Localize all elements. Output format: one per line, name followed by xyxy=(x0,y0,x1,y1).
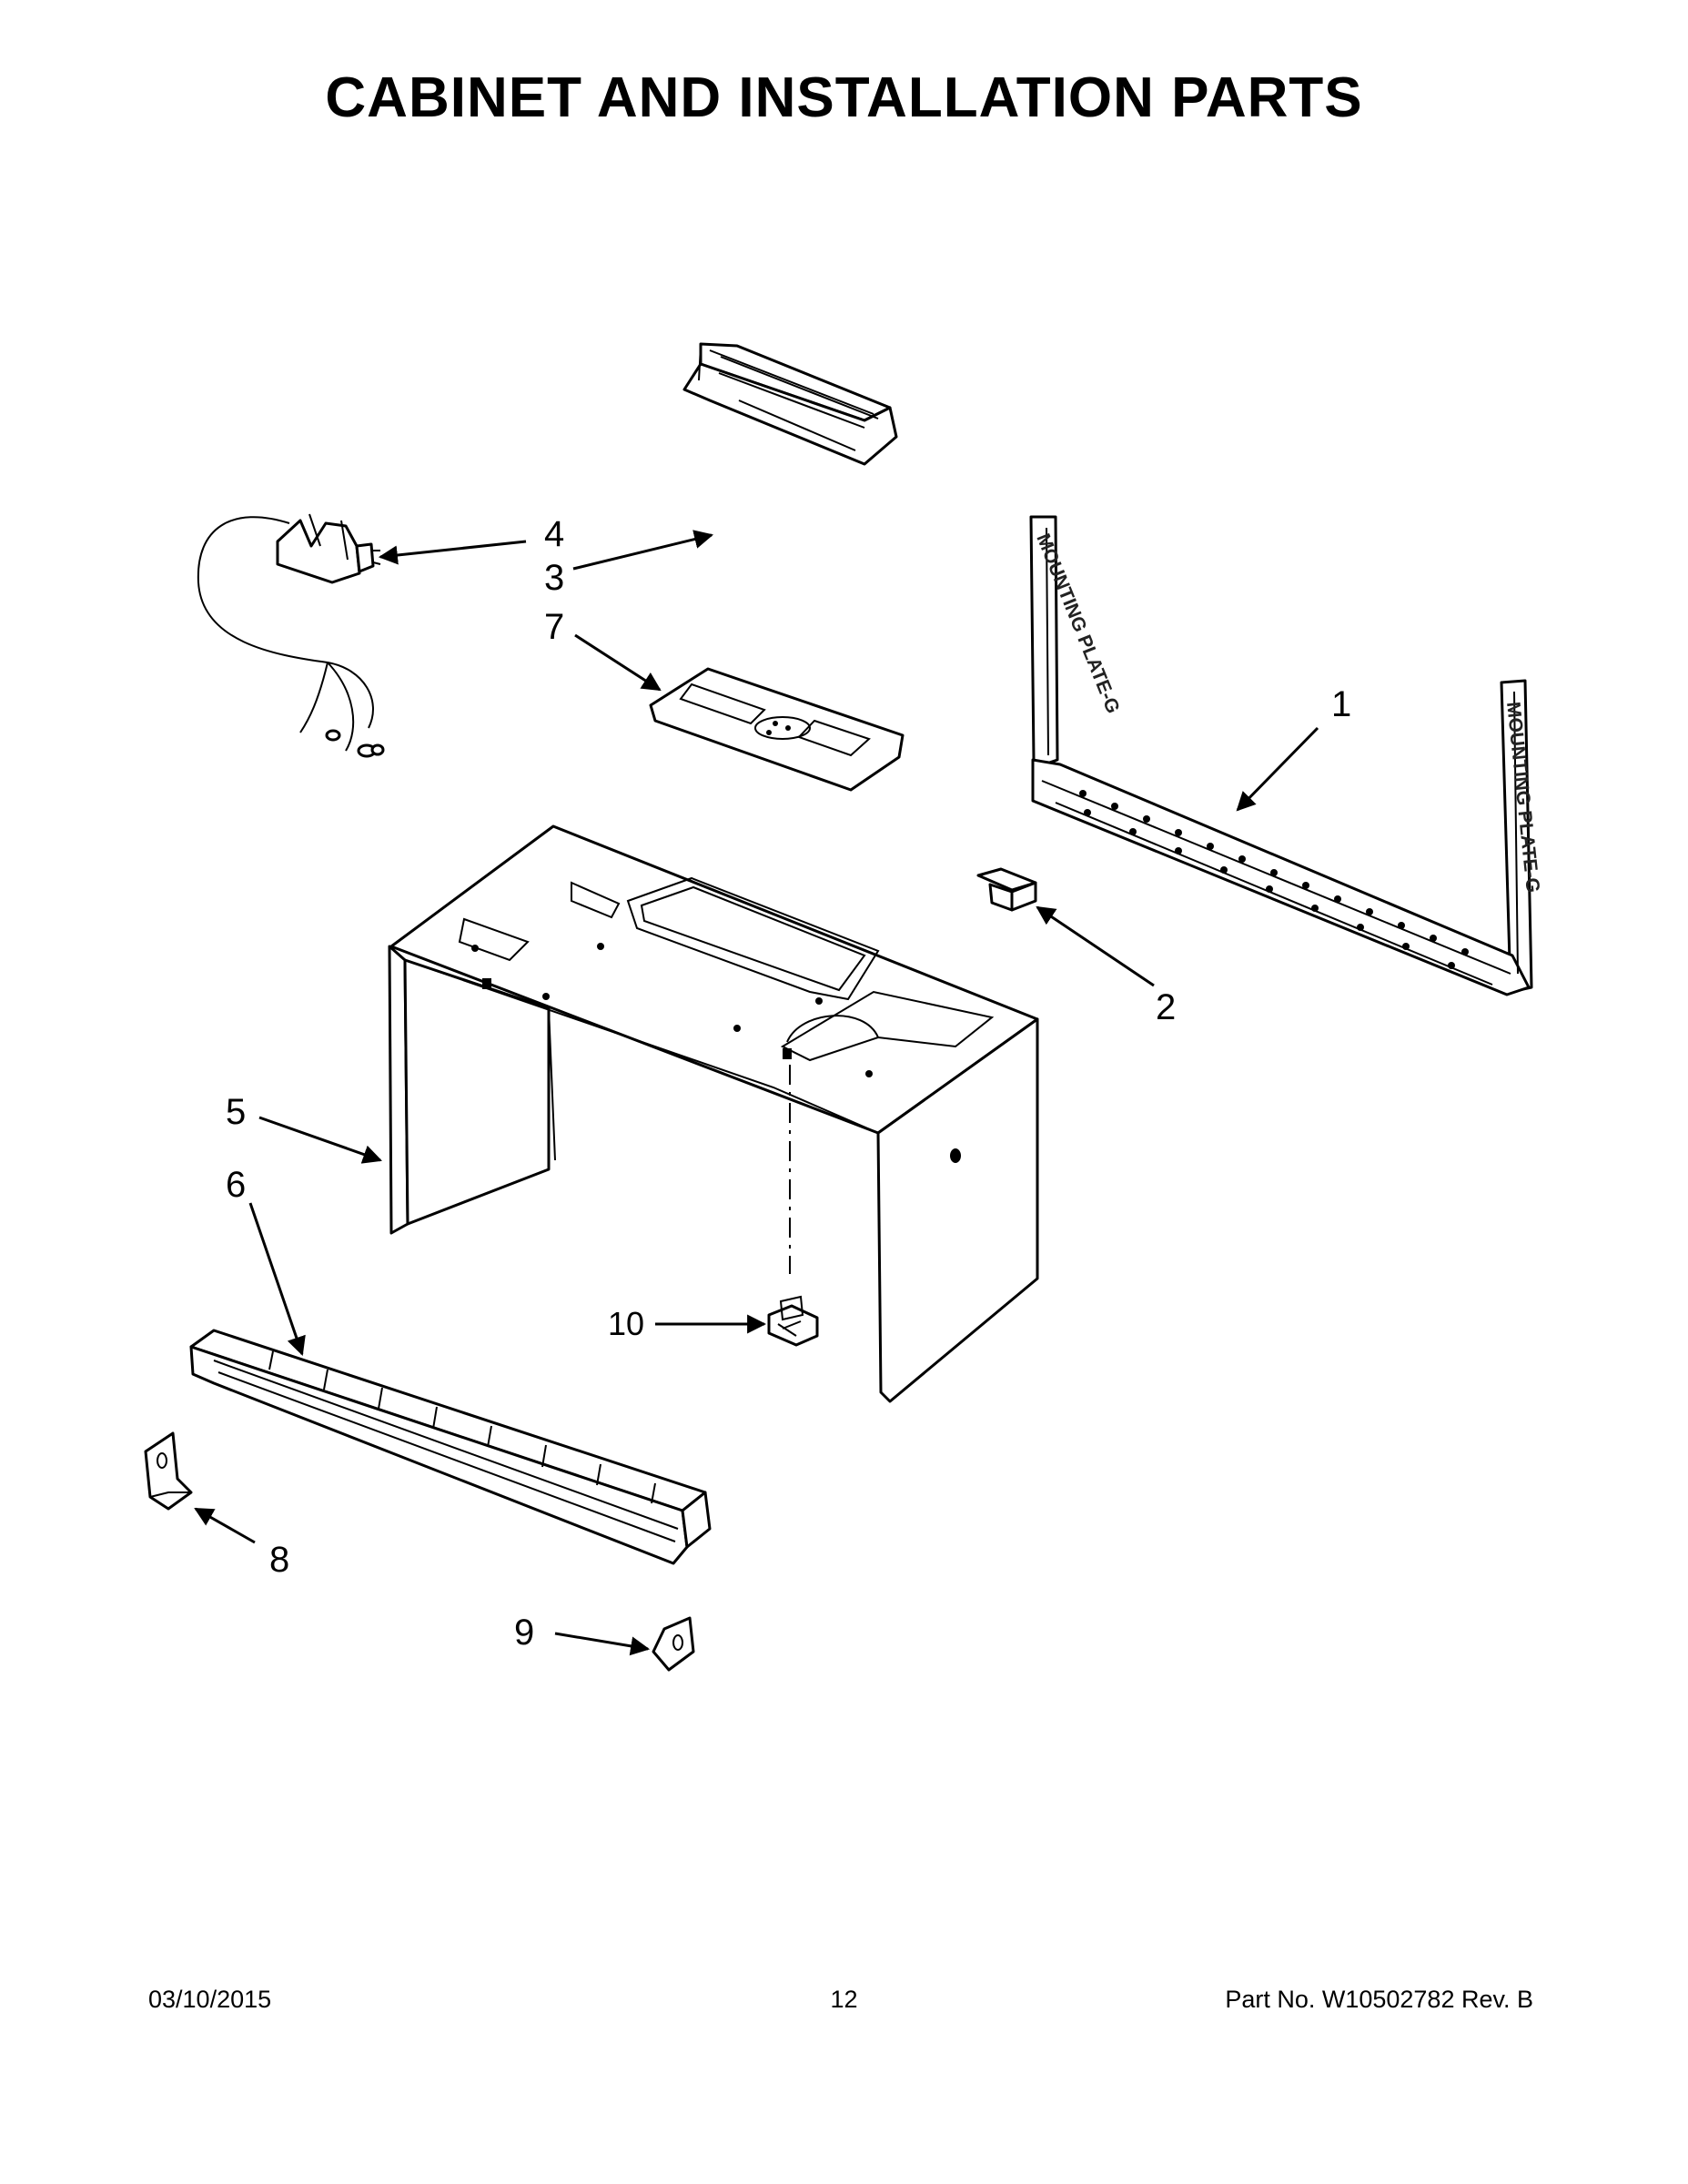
callout-5: 5 xyxy=(226,1092,246,1132)
callout-2: 2 xyxy=(1156,987,1176,1027)
mounting-plate: MOUNTING PLATE-G MOUNTING PLATE-G xyxy=(1029,515,1543,996)
mounting-plate-holes xyxy=(1079,790,1469,969)
callout-labels: 4 3 7 1 2 5 6 10 8 9 xyxy=(226,514,1351,1653)
callout-6: 6 xyxy=(226,1165,246,1205)
cabinet-wrapper xyxy=(388,824,1039,1403)
latch xyxy=(767,1295,819,1347)
front-grille-vent xyxy=(189,1329,712,1565)
power-cord xyxy=(197,513,385,758)
callout-4: 4 xyxy=(544,514,564,554)
right-bracket xyxy=(652,1616,695,1672)
left-bracket xyxy=(144,1431,193,1511)
callout-7: 7 xyxy=(544,607,564,647)
footer-page-number: 12 xyxy=(830,1986,858,2013)
leader-lines xyxy=(194,530,1319,1656)
callout-10: 10 xyxy=(608,1305,644,1342)
callout-3: 3 xyxy=(544,558,564,598)
mounting-clip xyxy=(976,867,1037,912)
callout-8: 8 xyxy=(269,1540,289,1580)
footer-part-number: Part No. W10502782 Rev. B xyxy=(1225,1986,1533,2013)
page-title: CABINET AND INSTALLATION PARTS xyxy=(325,66,1363,129)
callout-1: 1 xyxy=(1331,684,1351,724)
vent-damper xyxy=(682,342,898,466)
callout-9: 9 xyxy=(514,1613,534,1653)
footer-date: 03/10/2015 xyxy=(148,1986,272,2013)
control-bracket xyxy=(649,667,905,792)
